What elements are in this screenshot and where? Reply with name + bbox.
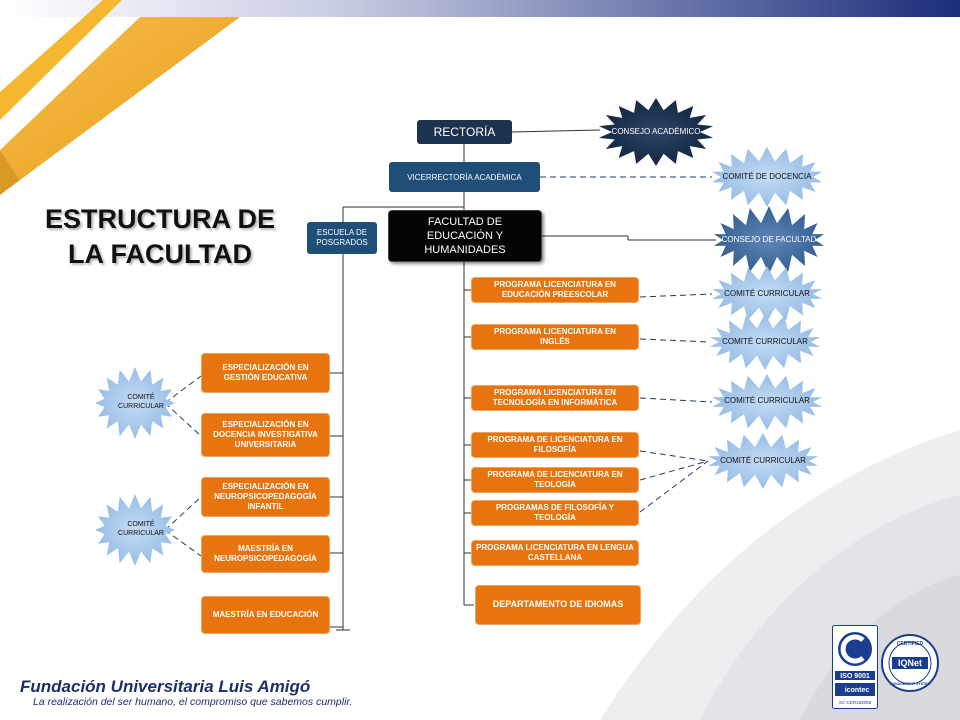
gold-stripe-thin: [0, 0, 122, 120]
node-programas-filosofia-teologia: PROGRAMAS DE FILOSOFÍA Y TEOLOGÍA: [471, 500, 639, 526]
page-title-line-2: LA FACULTAD: [68, 239, 252, 269]
node-esp-docencia-investigativa: ESPECIALIZACIÓN EN DOCENCIA INVESTIGATIV…: [201, 413, 330, 457]
node-programa-lengua-castellana: PROGRAMA LICENCIATURA EN LENGUA CASTELLA…: [471, 540, 639, 566]
node-facultad: FACULTAD DE EDUCACIÓN Y HUMANIDADES: [388, 210, 542, 262]
starburst-comite-curricular-4: [707, 433, 819, 489]
iqnet-name: IQNet: [898, 658, 922, 668]
label-comite-curricular-left-2: COMITÉ CURRICULAR: [118, 521, 164, 537]
iso-label: ISO 9001: [840, 673, 870, 680]
label-consejo-facultad: CONSEJO DE FACULTAD: [721, 235, 817, 244]
page-title-line-1: ESTRUCTURA DE: [44, 204, 275, 234]
connectors: [330, 129, 716, 631]
top-bar: [0, 0, 960, 17]
node-esp-gestion-educativa: ESPECIALIZACIÓN EN GESTIÓN EDUCATIVA: [201, 353, 330, 393]
label-consejo-academico: CONSEJO ACADÉMICO: [611, 127, 701, 136]
starburst-comite-curricular-1: [711, 266, 823, 322]
icontec-iso-logo: ISO 9001 icontec SC-CER152056: [832, 625, 878, 709]
label-comite-curricular-4: COMITÉ CURRICULAR: [720, 456, 806, 465]
iqnet-top-label: CERTIFIED: [897, 641, 924, 647]
label-comite-curricular-2: COMITÉ CURRICULAR: [722, 337, 808, 346]
node-departamento-idiomas: DEPARTAMENTO DE IDIOMAS: [475, 585, 641, 625]
node-rectoria: RECTORÍA: [417, 120, 512, 144]
label-comite-curricular-3: COMITÉ CURRICULAR: [724, 396, 810, 405]
node-programa-preescolar: PROGRAMA LICENCIATURA EN EDUCACIÓN PREES…: [471, 277, 639, 303]
starburst-comite-curricular-2: [709, 314, 821, 370]
starburst-comite-docencia: [711, 147, 823, 207]
iqnet-logo-icon: CERTIFIED IQNet MANAGEMENT SYSTEM: [881, 634, 939, 692]
iso-code: SC-CER152056: [839, 700, 872, 705]
starburst-comite-curricular-left-2: [95, 494, 175, 566]
node-programa-tecnologia: PROGRAMA LICENCIATURA EN TECNOLOGÍA EN I…: [471, 385, 639, 411]
iqnet-bottom-label: MANAGEMENT SYSTEM: [890, 682, 931, 686]
icontec-label: icontec: [845, 687, 870, 694]
node-esp-neuropsicopedagogia: ESPECIALIZACIÓN EN NEUROPSICOPEDAGOGÍA I…: [201, 477, 330, 517]
gold-stripe-wide: [0, 17, 240, 180]
icontec-logo-icon: ISO 9001 icontec SC-CER152056: [832, 625, 878, 709]
starburst-consejo-academico: [598, 98, 714, 166]
node-vicerrectoria: VICERRECTORÍA ACADÉMICA: [389, 162, 540, 192]
node-maestria-neuropsicopedagogia: MAESTRÍA EN NEUROPSICOPEDAGOGÍA: [201, 535, 330, 573]
label-comite-curricular-1: COMITÉ CURRICULAR: [724, 289, 810, 298]
node-programa-filosofia: PROGRAMA DE LICENCIATURA EN FILOSOFÍA: [471, 432, 639, 458]
node-programa-teologia: PROGRAMA DE LICENCIATURA EN TEOLOGÍA: [471, 467, 639, 493]
starburst-comite-curricular-3: [711, 374, 823, 430]
node-programa-ingles: PROGRAMA LICENCIATURA EN INGLÉS: [471, 324, 639, 350]
label-comite-docencia: COMITÉ DE DOCENCIA: [722, 172, 812, 181]
footer-institution: Fundación Universitaria Luis Amigó: [20, 677, 311, 696]
page-title: ESTRUCTURA DE LA FACULTAD: [20, 202, 300, 272]
label-comite-curricular-left-1: COMITÉ CURRICULAR: [118, 394, 164, 410]
starburst-consejo-facultad: [713, 206, 825, 274]
starburst-comite-curricular-left-1: [95, 367, 175, 439]
node-maestria-educacion: MAESTRÍA EN EDUCACIÓN: [201, 596, 330, 634]
footer-tagline: La realización del ser humano, el compro…: [33, 696, 353, 708]
node-escuela-posgrados: ESCUELA DE POSGRADOS: [307, 222, 377, 254]
dashed-connectors: [164, 176, 713, 557]
iqnet-logo: CERTIFIED IQNet MANAGEMENT SYSTEM: [880, 633, 940, 693]
